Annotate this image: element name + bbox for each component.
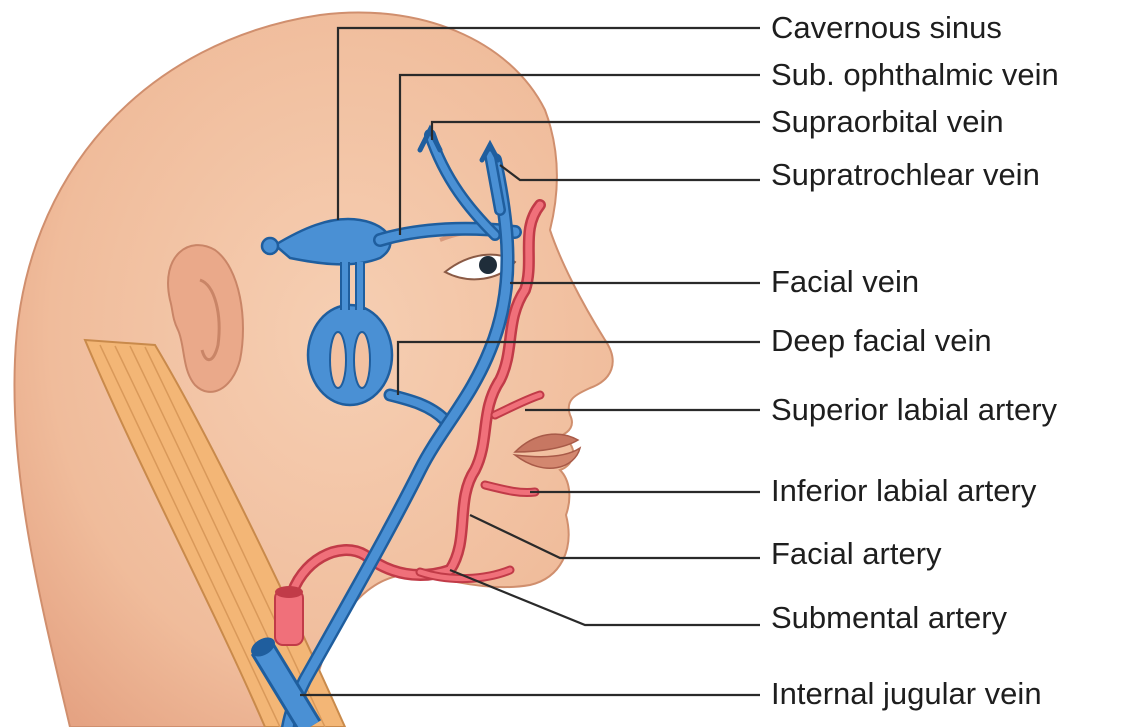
label-cavernous-sinus: Cavernous sinus [771, 10, 1002, 46]
label-supratrochlear-vein: Supratrochlear vein [771, 157, 1040, 193]
label-facial-artery: Facial artery [771, 536, 942, 572]
iris [479, 256, 497, 274]
label-sup-ophthalmic-vein: Sub. ophthalmic vein [771, 57, 1059, 93]
label-submental-artery: Submental artery [771, 600, 1007, 636]
carotid-stub [275, 586, 303, 645]
label-inferior-labial-artery: Inferior labial artery [771, 473, 1036, 509]
label-facial-vein: Facial vein [771, 264, 919, 300]
label-supraorbital-vein: Supraorbital vein [771, 104, 1004, 140]
label-internal-jugular-vein: Internal jugular vein [771, 676, 1042, 712]
label-superior-labial-artery: Superior labial artery [771, 392, 1057, 428]
label-deep-facial-vein: Deep facial vein [771, 323, 992, 359]
